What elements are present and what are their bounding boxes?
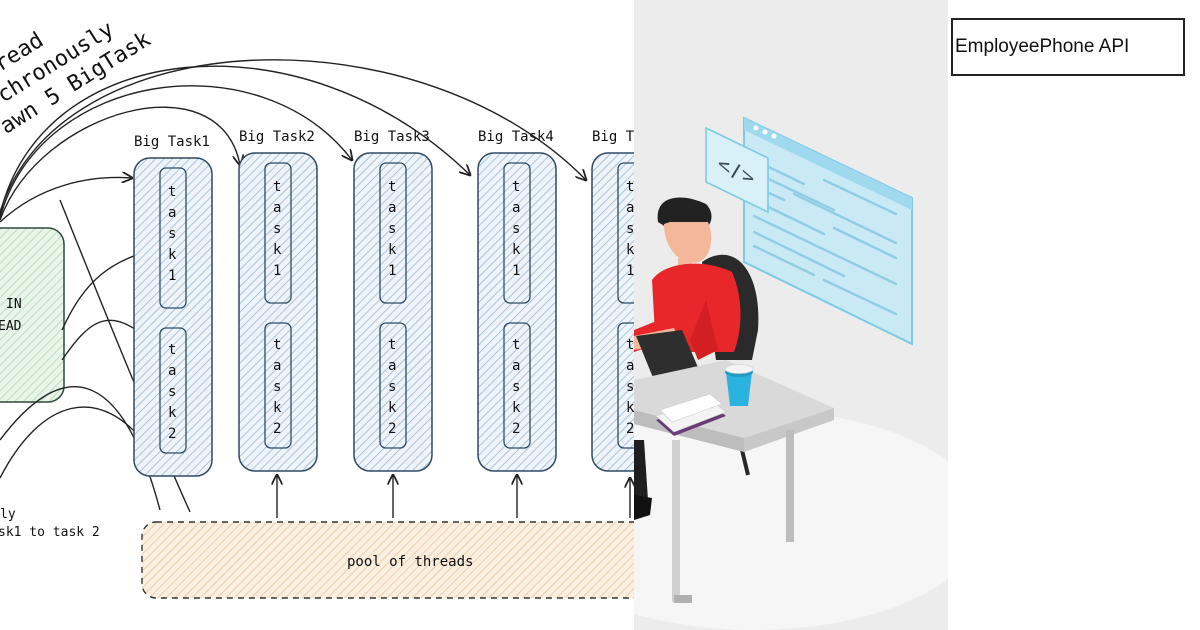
subtask-2-letter: a: [168, 363, 176, 379]
big-task-label-3: Big Task3: [354, 129, 430, 145]
developer-person: [634, 197, 741, 520]
note-line-2: sk1 to task 2: [0, 525, 100, 540]
subtask-2-letter: s: [168, 384, 176, 400]
big-task-column-2: [238, 152, 318, 472]
subtask-2-letter: t: [388, 337, 396, 353]
subtask-2-box-1: [159, 327, 187, 454]
api-title-box: EmployeePhone API: [951, 18, 1185, 76]
main-thread-label-1: IN: [6, 297, 22, 312]
subtask-2-letter: a: [388, 358, 396, 374]
subtask-2-letter: t: [512, 337, 520, 353]
subtask-2-letter: s: [512, 379, 520, 395]
developer-illustration-panel: </>: [634, 0, 948, 630]
main-thread-box: [0, 227, 65, 403]
subtask-1-letter: a: [626, 200, 634, 216]
subtask-2-letter: 2: [512, 421, 520, 437]
subtask-1-letter: 1: [168, 268, 176, 284]
subtask-2-letter: a: [626, 358, 634, 374]
subtask-1-box-3: [379, 162, 407, 304]
subtask-2-letter: t: [168, 342, 176, 358]
subtask-1-box-1: [159, 167, 187, 309]
big-task-label-2: Big Task2: [239, 129, 315, 145]
subtask-1-letter: k: [273, 242, 282, 258]
chair-leg: [740, 449, 750, 476]
thread-diagram-svg: read chronously awn 5 BigTask IN EAD Big…: [0, 17, 634, 599]
subtask-2-letter: s: [388, 379, 396, 395]
subtask-2-box-2: [264, 322, 292, 449]
subtask-1-letter: s: [168, 226, 176, 242]
subtask-1-letter: t: [626, 179, 634, 195]
subtask-1-letter: t: [512, 179, 520, 195]
spawn-arrow-3: [0, 85, 352, 219]
subtask-1-letter: s: [512, 221, 520, 237]
subtask-1-letter: k: [168, 247, 177, 263]
code-window: [743, 116, 913, 346]
big-task-label-5: Big T: [592, 129, 634, 145]
subtask-2-letter: k: [168, 405, 177, 421]
subtask-2-box-5: [617, 322, 634, 449]
subtask-1-letter: t: [388, 179, 396, 195]
right-panel: [948, 0, 1200, 630]
subtask-1-letter: s: [273, 221, 281, 237]
spawn-arrow-1: [0, 178, 132, 223]
subtask-1-box-2: [264, 162, 292, 304]
subtask-1-letter: 1: [626, 263, 634, 279]
coffee-cup: [724, 364, 754, 406]
developer-illustration: </>: [634, 116, 948, 630]
subtask-2-letter: 2: [273, 421, 281, 437]
subtask-2-letter: 2: [168, 426, 176, 442]
api-title: EmployeePhone API: [955, 36, 1130, 57]
pool-label: pool of threads: [347, 554, 473, 570]
subtask-2-box-4: [503, 322, 531, 449]
subtask-1-letter: k: [512, 242, 521, 258]
big-task-label-4: Big Task4: [478, 129, 554, 145]
subtask-2-letter: s: [273, 379, 281, 395]
subtask-1-letter: t: [273, 179, 281, 195]
subtask-1-letter: 1: [273, 263, 281, 279]
subtask-1-letter: a: [273, 200, 281, 216]
subtask-1-letter: k: [626, 242, 634, 258]
spawn-arrow-2: [0, 106, 240, 221]
subtask-2-letter: 2: [388, 421, 396, 437]
spawn-arrow-5: [0, 59, 586, 213]
subtask-2-letter: k: [273, 400, 282, 416]
subtask-1-letter: a: [512, 200, 520, 216]
subtask-1-letter: s: [626, 221, 634, 237]
subtask-1-box-4: [503, 162, 531, 304]
note-arrow: [0, 406, 151, 479]
subtask-1-letter: a: [168, 205, 176, 221]
subtask-2-letter: t: [626, 337, 634, 353]
main-thread-label-2: EAD: [0, 319, 22, 334]
subtask-2-letter: k: [512, 400, 521, 416]
big-task-column-1: [133, 157, 213, 477]
subtask-1-letter: a: [388, 200, 396, 216]
subtask-2-letter: k: [388, 400, 397, 416]
subtask-2-letter: s: [626, 379, 634, 395]
thread-diagram: read chronously awn 5 BigTask IN EAD Big…: [0, 16, 634, 599]
subtask-1-box-5: [617, 162, 634, 304]
subtask-2-box-3: [379, 322, 407, 449]
big-task-column-4: [477, 152, 557, 472]
subtask-1-letter: t: [168, 184, 176, 200]
subtask-1-letter: k: [388, 242, 397, 258]
subtask-2-letter: t: [273, 337, 281, 353]
big-task-label-1: Big Task1: [134, 134, 210, 150]
book-stack: [655, 393, 727, 436]
note-line-1: ly: [0, 507, 16, 522]
code-tag-card: </>: [705, 126, 769, 214]
big-task-column-3: [353, 152, 433, 472]
subtask-2-letter: 2: [626, 421, 634, 437]
pool-of-threads-box: [141, 521, 634, 599]
subtask-1-letter: s: [388, 221, 396, 237]
subtask-1-letter: 1: [388, 263, 396, 279]
subtask-2-letter: a: [512, 358, 520, 374]
subtask-1-letter: 1: [512, 263, 520, 279]
subtask-2-letter: a: [273, 358, 281, 374]
subtask-2-letter: k: [626, 400, 634, 416]
